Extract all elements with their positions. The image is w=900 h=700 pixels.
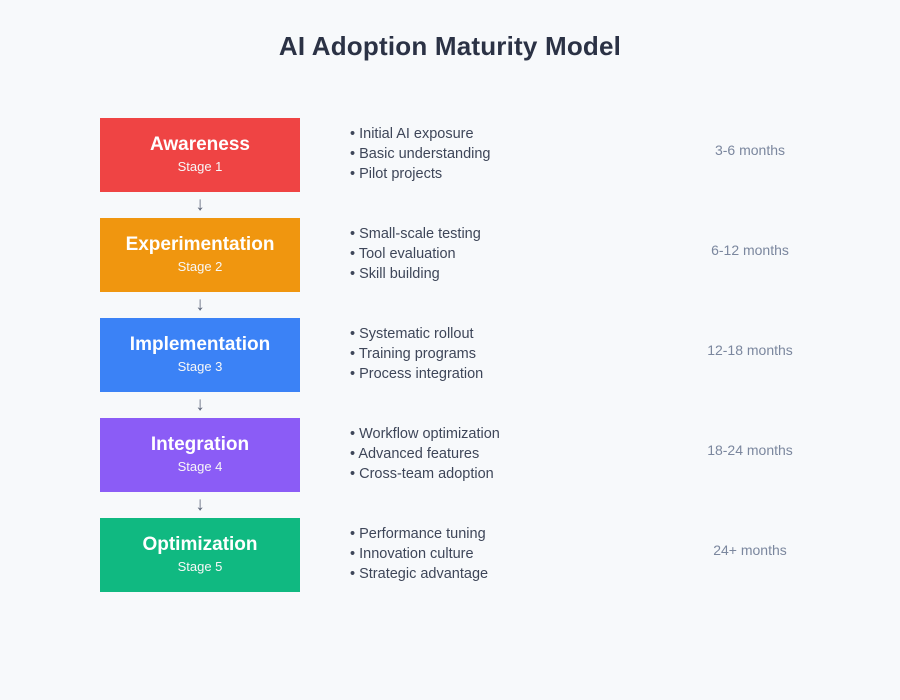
detail-text: Skill building <box>359 266 440 282</box>
detail-item: • Strategic advantage <box>350 564 650 584</box>
stage-row: Experimentation Stage 2 • Small-scale te… <box>0 218 900 292</box>
detail-text: Pilot projects <box>359 166 443 182</box>
stage-name: Integration <box>150 434 250 455</box>
stage-details-5: • Performance tuning • Innovation cultur… <box>350 524 650 584</box>
stage-box-5[interactable]: Optimization Stage 5 <box>100 518 300 592</box>
bullet-icon: • <box>350 546 356 562</box>
detail-text: Initial AI exposure <box>359 126 474 142</box>
stage-row: Awareness Stage 1 • Initial AI exposure … <box>0 118 900 192</box>
detail-text: Advanced features <box>358 446 480 462</box>
bullet-icon: • <box>350 466 356 482</box>
stage-row: Integration Stage 4 • Workflow optimizat… <box>0 418 900 492</box>
detail-text: Strategic advantage <box>359 566 489 582</box>
stage-details-3: • Systematic rollout • Training programs… <box>350 324 650 384</box>
detail-text: Cross-team adoption <box>359 466 494 482</box>
bullet-icon: • <box>350 346 356 362</box>
bullet-icon: • <box>350 166 356 182</box>
stage-label: Stage 1 <box>177 159 223 174</box>
detail-item: • Workflow optimization <box>350 424 650 444</box>
stage-duration-5: 24+ months <box>713 542 787 558</box>
detail-item: • Initial AI exposure <box>350 124 650 144</box>
maturity-model-diagram: Awareness Stage 1 • Initial AI exposure … <box>0 118 900 592</box>
connector-2-3: ↓ <box>0 292 900 318</box>
stage-row: Optimization Stage 5 • Performance tunin… <box>0 518 900 592</box>
detail-item: • Training programs <box>350 344 650 364</box>
stage-label: Stage 4 <box>177 459 223 474</box>
bullet-icon: • <box>350 126 356 142</box>
detail-text: Performance tuning <box>359 526 486 542</box>
bullet-icon: • <box>350 246 356 262</box>
bullet-icon: • <box>350 266 356 282</box>
stage-duration-2: 6-12 months <box>711 242 789 258</box>
stage-details-4: • Workflow optimization • Advanced featu… <box>350 424 650 484</box>
connector-1-2: ↓ <box>0 192 900 218</box>
stage-duration-4: 18-24 months <box>707 442 793 458</box>
bullet-icon: • <box>350 526 356 542</box>
stage-label: Stage 5 <box>177 559 223 574</box>
bullet-icon: • <box>350 146 356 162</box>
stage-box-2[interactable]: Experimentation Stage 2 <box>100 218 300 292</box>
stage-label: Stage 2 <box>177 259 223 274</box>
detail-text: Process integration <box>359 366 484 382</box>
stage-details-2: • Small-scale testing • Tool evaluation … <box>350 224 650 284</box>
detail-item: • Cross-team adoption <box>350 464 650 484</box>
stage-box-3[interactable]: Implementation Stage 3 <box>100 318 300 392</box>
detail-item: • Pilot projects <box>350 164 650 184</box>
bullet-icon: • <box>350 326 356 342</box>
detail-text: Tool evaluation <box>358 246 456 262</box>
stage-details-1: • Initial AI exposure • Basic understand… <box>350 124 650 184</box>
stage-name: Implementation <box>129 334 271 355</box>
detail-text: Innovation culture <box>359 546 474 562</box>
stage-row: Implementation Stage 3 • Systematic roll… <box>0 318 900 392</box>
detail-item: • Small-scale testing <box>350 224 650 244</box>
detail-item: • Basic understanding <box>350 144 650 164</box>
connector-3-4: ↓ <box>0 392 900 418</box>
detail-text: Small-scale testing <box>359 226 481 242</box>
stage-duration-1: 3-6 months <box>714 142 786 158</box>
arrow-down-icon: ↓ <box>195 394 205 415</box>
detail-text: Basic understanding <box>359 146 491 162</box>
detail-item: • Advanced features <box>350 444 650 464</box>
detail-item: • Performance tuning <box>350 524 650 544</box>
stage-name: Experimentation <box>125 234 275 255</box>
detail-item: • Tool evaluation <box>350 244 650 264</box>
bullet-icon: • <box>350 446 356 462</box>
stage-box-4[interactable]: Integration Stage 4 <box>100 418 300 492</box>
arrow-down-icon: ↓ <box>195 294 205 315</box>
arrow-down-icon: ↓ <box>195 194 205 215</box>
detail-text: Training programs <box>358 346 476 362</box>
stage-label: Stage 3 <box>177 359 223 374</box>
bullet-icon: • <box>350 566 356 582</box>
detail-item: • Process integration <box>350 364 650 384</box>
bullet-icon: • <box>350 366 356 382</box>
stage-duration-3: 12-18 months <box>707 342 793 358</box>
detail-text: Workflow optimization <box>359 426 500 442</box>
bullet-icon: • <box>350 226 356 242</box>
detail-item: • Innovation culture <box>350 544 650 564</box>
stage-name: Awareness <box>150 134 250 155</box>
stage-name: Optimization <box>142 534 258 555</box>
detail-item: • Skill building <box>350 264 650 284</box>
page-title: AI Adoption Maturity Model <box>278 31 622 62</box>
arrow-down-icon: ↓ <box>195 494 205 515</box>
detail-text: Systematic rollout <box>359 326 474 342</box>
stage-box-1[interactable]: Awareness Stage 1 <box>100 118 300 192</box>
connector-4-5: ↓ <box>0 492 900 518</box>
bullet-icon: • <box>350 426 356 442</box>
detail-item: • Systematic rollout <box>350 324 650 344</box>
